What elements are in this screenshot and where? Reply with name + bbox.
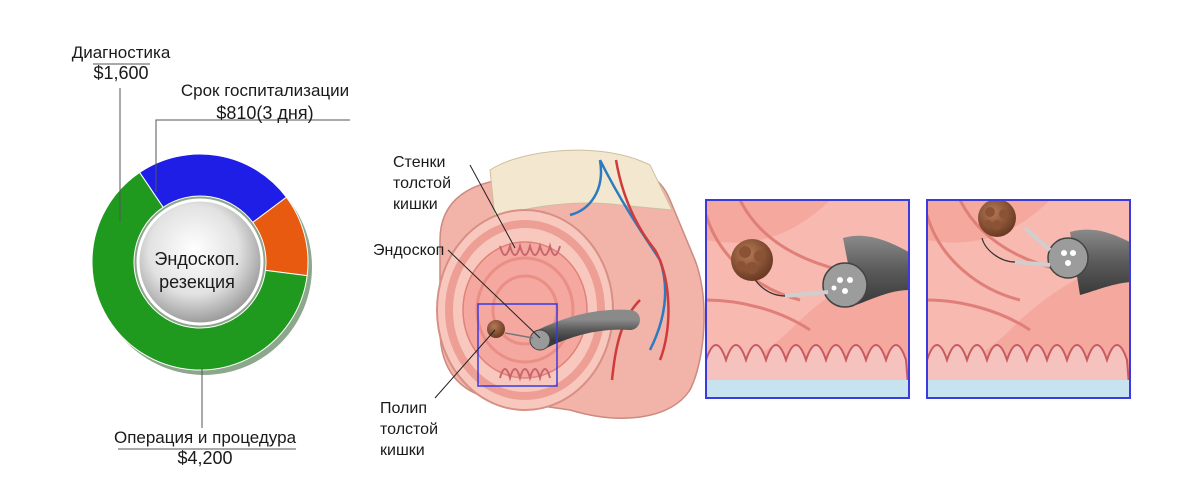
leader-walls [469, 164, 516, 249]
colon-wall-ring [445, 220, 605, 400]
slice-name: Срок госпитализации [180, 81, 350, 100]
slice-value: $810(3 дня) [216, 103, 314, 123]
slice-label-diagnostics: Диагностика $1,600 [66, 42, 176, 84]
slice-value: $1,600 [93, 63, 149, 83]
donut-chart [91, 153, 312, 375]
slice-label-hospital: Срок госпитализации $810(3 дня) [170, 80, 360, 124]
leader-line-hospital [155, 119, 350, 192]
annotation-polyp: Полип толстой кишки [380, 400, 439, 459]
zoom-box [477, 303, 558, 387]
annotation-walls: Стенки толстой кишки [393, 154, 452, 213]
lumen-fold-1 [475, 256, 575, 364]
zoom-panel-1 [705, 199, 910, 399]
colon-lumen [462, 241, 588, 379]
colon-cross-section [436, 149, 705, 419]
annotation-endoscope: Эндоскоп [373, 242, 445, 259]
villi-bottom [499, 368, 551, 382]
slice-name: Операция и процедура [113, 428, 297, 447]
leader-polyp [434, 329, 496, 399]
leader-endoscope [447, 249, 541, 339]
villi-top [499, 242, 561, 256]
donut-center [136, 198, 264, 326]
slice-operation [91, 171, 308, 371]
chart-leader-lines [93, 63, 350, 450]
center-label: Эндоскоп. резекция [154, 249, 240, 292]
zoom-panel-2 [926, 199, 1131, 399]
slice-label-operation: Операция и процедура $4,200 [100, 427, 310, 469]
anatomy-leader-lines [434, 164, 541, 399]
slice-name: Диагностика [71, 43, 171, 62]
endoscope-tip [529, 329, 551, 351]
slice-value: $4,200 [177, 448, 233, 468]
blood-vessel-red [610, 159, 670, 381]
snare-small [504, 332, 534, 339]
